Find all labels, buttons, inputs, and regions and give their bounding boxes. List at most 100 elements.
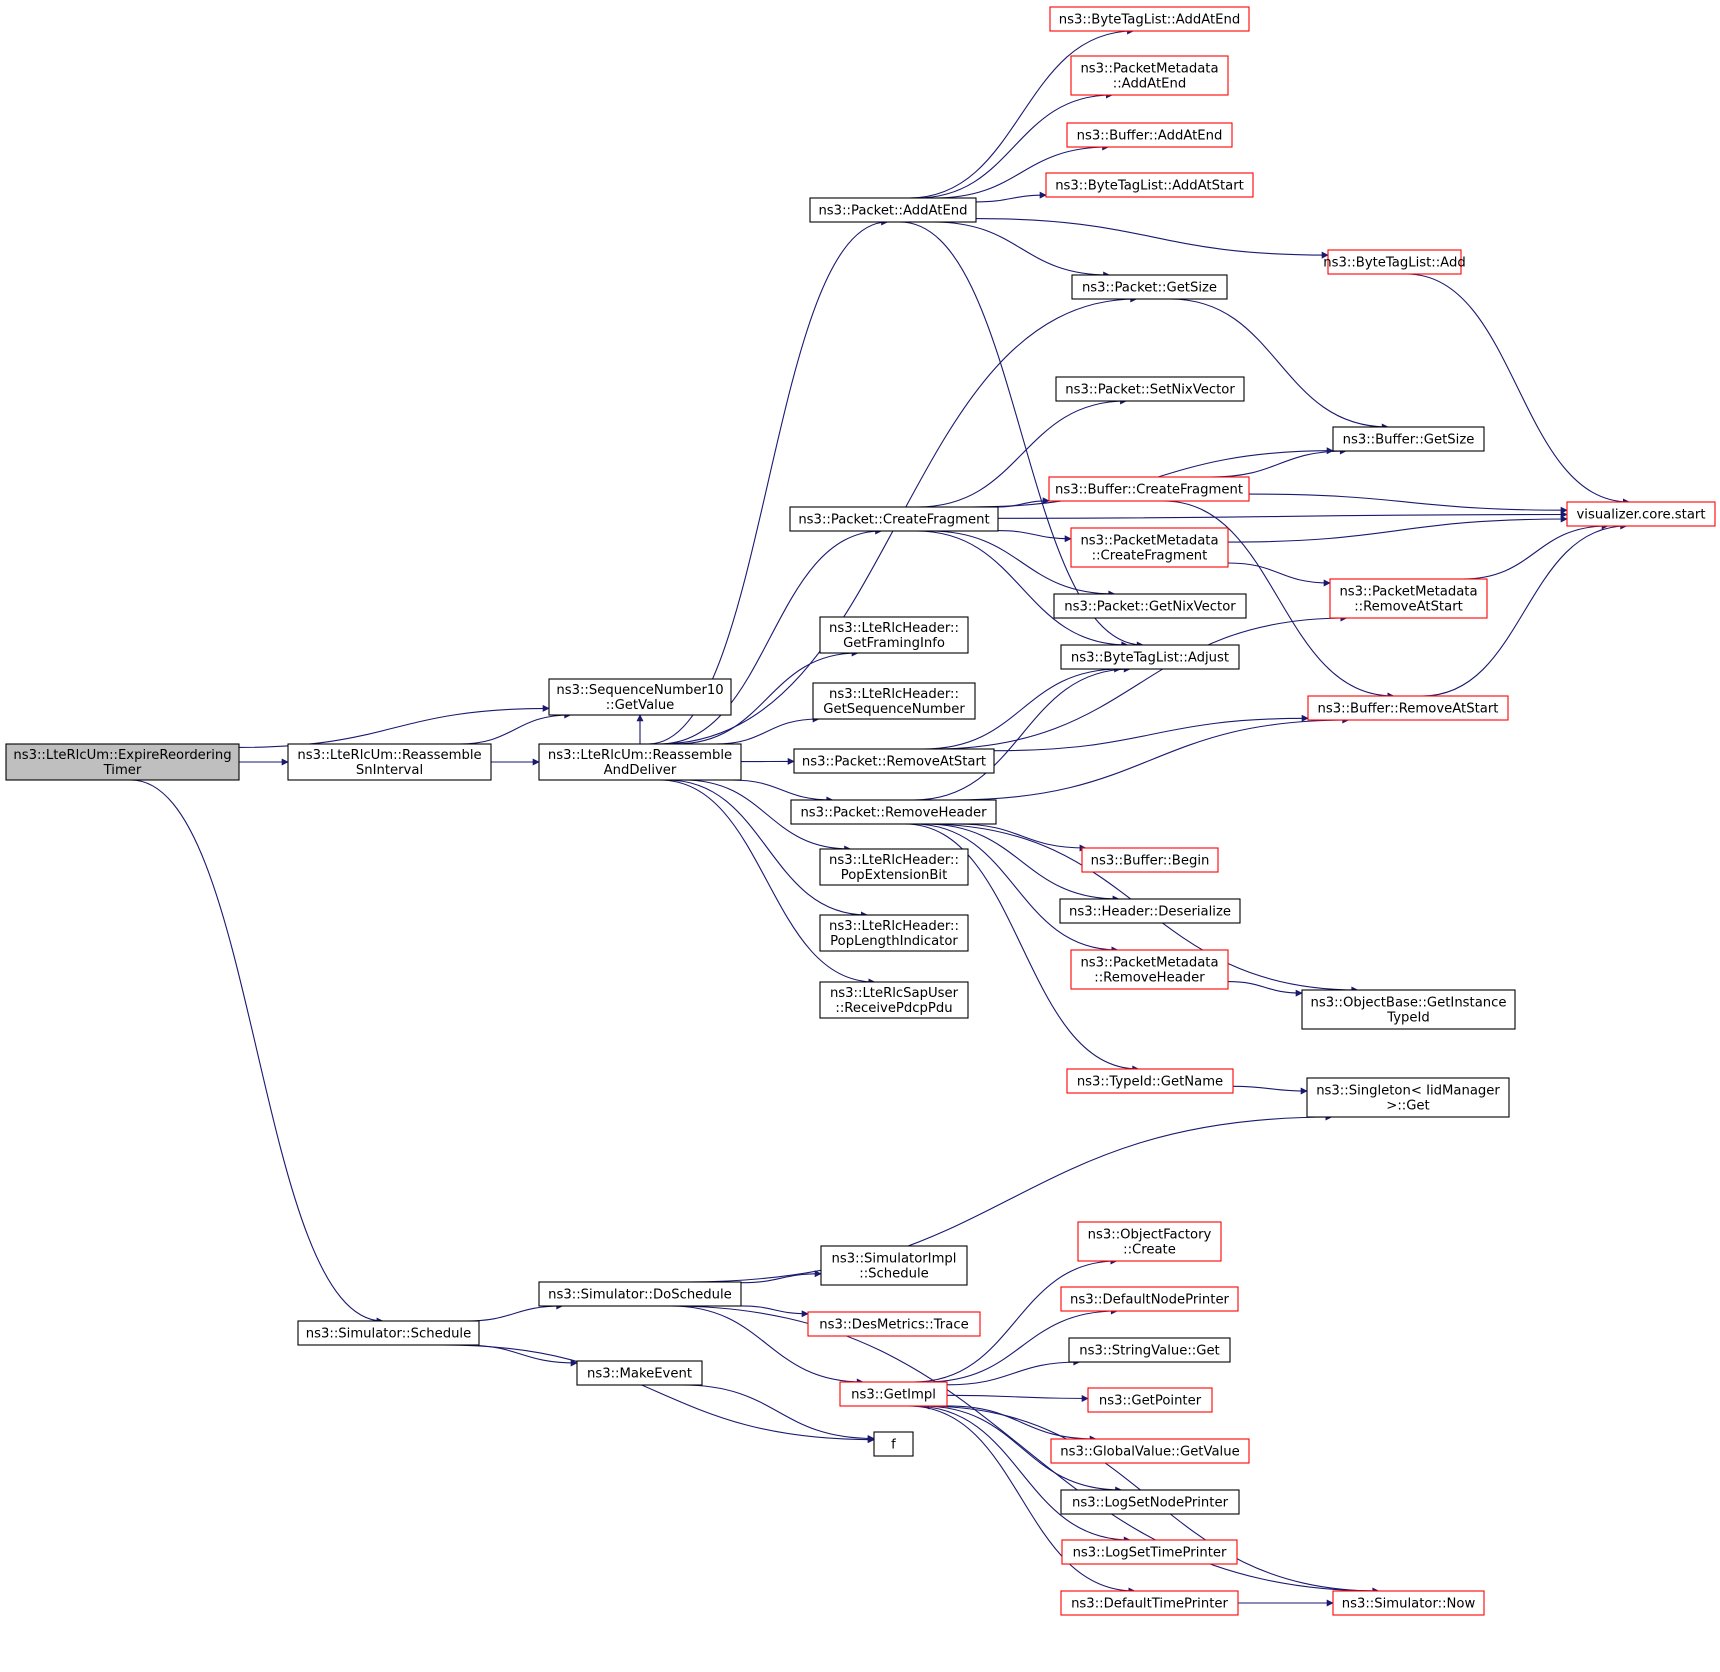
node-objfac_create[interactable]: ns3::ObjectFactory::Create — [1077, 1221, 1222, 1262]
node-buf_getsize[interactable]: ns3::Buffer::GetSize — [1332, 426, 1485, 452]
node-label: ns3::ByteTagList::AddAtEnd — [1059, 13, 1240, 28]
node-label: ns3::ByteTagList::Add — [1323, 256, 1465, 271]
node-log_set_node[interactable]: ns3::LogSetNodePrinter — [1060, 1489, 1240, 1515]
node-sim_dosched[interactable]: ns3::Simulator::DoSchedule — [538, 1281, 742, 1307]
node-box — [1070, 55, 1229, 96]
edge-pkt_add_end-to-btl_add_start — [975, 191, 1047, 203]
edge-pkt_create_frag-to-pm_create_frag — [997, 530, 1072, 543]
edge-btl_add-to-vis_start — [1406, 273, 1630, 506]
node-buf_add_end[interactable]: ns3::Buffer::AddAtEnd — [1066, 122, 1233, 148]
node-hdr_popext[interactable]: ns3::LteRlcHeader::PopExtensionBit — [819, 848, 969, 886]
edge-pkt_remove_hdr-to-buf_remove_start — [952, 716, 1350, 801]
node-buf_begin[interactable]: ns3::Buffer::Begin — [1081, 847, 1219, 873]
edge-buf_create_frag-to-vis_start — [1248, 493, 1568, 514]
node-label: ns3::Header::Deserialize — [1069, 905, 1231, 920]
node-label: ns3::LteRlcHeader:: — [829, 621, 959, 636]
node-box — [873, 1431, 914, 1457]
node-hdr_deser[interactable]: ns3::Header::Deserialize — [1059, 898, 1241, 924]
node-box — [1060, 1489, 1240, 1515]
node-hdr_poplen[interactable]: ns3::LteRlcHeader::PopLengthIndicator — [819, 914, 969, 952]
node-box — [1066, 122, 1233, 148]
node-pkt_remove_hdr[interactable]: ns3::Packet::RemoveHeader — [790, 799, 997, 825]
edge-reasm_del-to-pkt_add_end — [648, 218, 889, 745]
node-seq_get[interactable]: ns3::SequenceNumber10::GetValue — [548, 678, 732, 716]
node-label: ns3::Packet::CreateFragment — [798, 513, 989, 528]
node-des_trace[interactable]: ns3::DesMetrics::Trace — [807, 1311, 981, 1337]
edge-get_impl-to-get_pointer — [946, 1394, 1089, 1402]
edge-reasm_del-to-hdr_popext — [683, 779, 852, 853]
node-label: ns3::LteRlcHeader:: — [829, 687, 959, 702]
edge-expire-to-seq_get — [238, 704, 550, 748]
edge-get_impl-to-gv_getvalue — [946, 1405, 1097, 1443]
node-label: ns3::PacketMetadata — [1339, 585, 1477, 600]
node-sim_sched[interactable]: ns3::Simulator::Schedule — [297, 1320, 480, 1346]
edge-expire-to-sim_sched — [130, 779, 384, 1325]
node-hdr_seqnum[interactable]: ns3::LteRlcHeader::GetSequenceNumber — [812, 682, 976, 720]
node-box — [1053, 593, 1247, 619]
node-sim_now[interactable]: ns3::Simulator::Now — [1332, 1590, 1485, 1616]
node-label: ns3::ObjectFactory — [1088, 1228, 1212, 1243]
node-pm_remove_hdr[interactable]: ns3::PacketMetadata::RemoveHeader — [1070, 949, 1229, 990]
node-default_node_printer[interactable]: ns3::DefaultNodePrinter — [1060, 1286, 1239, 1312]
node-singleton_get[interactable]: ns3::Singleton< IidManager>::Get — [1306, 1077, 1510, 1118]
node-vis_start[interactable]: visualizer.core.start — [1566, 501, 1716, 527]
node-get_impl[interactable]: ns3::GetImpl — [839, 1381, 948, 1407]
edge-pkt_create_frag-to-pkt_getnix — [929, 530, 1116, 598]
node-strval_get[interactable]: ns3::StringValue::Get — [1068, 1337, 1231, 1363]
node-box — [1332, 1590, 1485, 1616]
node-label: ns3::LteRlcUm::Reassemble — [548, 748, 732, 763]
node-label: ns3::PacketMetadata — [1080, 62, 1218, 77]
node-get_pointer[interactable]: ns3::GetPointer — [1087, 1387, 1213, 1413]
node-pkt_add_end[interactable]: ns3::Packet::AddAtEnd — [809, 197, 977, 223]
node-btl_add[interactable]: ns3::ByteTagList::Add — [1323, 249, 1466, 275]
edge-sim_dosched-to-get_impl — [670, 1305, 864, 1386]
edge-get_impl-to-strval_get — [946, 1358, 1081, 1386]
edge-pkt_remove_start-to-buf_remove_start — [993, 714, 1309, 752]
node-pkt_remove_start[interactable]: ns3::Packet::RemoveAtStart — [793, 748, 995, 774]
edge-pkt_add_end-to-pm_add_end — [915, 91, 1113, 199]
node-pkt_getnix[interactable]: ns3::Packet::GetNixVector — [1053, 593, 1247, 619]
node-pm_remove_start[interactable]: ns3::PacketMetadata::RemoveAtStart — [1329, 578, 1488, 619]
node-hdr_framing[interactable]: ns3::LteRlcHeader::GetFramingInfo — [819, 616, 969, 654]
node-box — [1070, 527, 1229, 568]
edge-pkt_remove_start-to-pm_remove_start — [931, 614, 1348, 750]
node-make_event[interactable]: ns3::MakeEvent — [576, 1360, 703, 1386]
edge-get_impl-to-objfac_create — [913, 1257, 1118, 1383]
node-pm_create_frag[interactable]: ns3::PacketMetadata::CreateFragment — [1070, 527, 1229, 568]
node-box — [1060, 644, 1240, 670]
node-pm_add_end[interactable]: ns3::PacketMetadata::AddAtEnd — [1070, 55, 1229, 96]
edge-pkt_create_frag-to-buf_create_frag — [995, 497, 1050, 508]
node-sap_recv[interactable]: ns3::LteRlcSapUser::ReceivePdcpPdu — [819, 981, 969, 1019]
edge-pkt_remove_hdr-to-hdr_deser — [924, 823, 1120, 903]
node-log_set_time[interactable]: ns3::LogSetTimePrinter — [1061, 1539, 1238, 1565]
node-buf_remove_start[interactable]: ns3::Buffer::RemoveAtStart — [1307, 695, 1509, 721]
node-gv_getvalue[interactable]: ns3::GlobalValue::GetValue — [1050, 1438, 1250, 1464]
node-label: ns3::ByteTagList::Adjust — [1071, 651, 1229, 666]
node-pkt_create_frag[interactable]: ns3::Packet::CreateFragment — [789, 506, 999, 532]
node-label: ns3::DefaultTimePrinter — [1071, 1597, 1228, 1612]
node-label: ns3::SequenceNumber10 — [556, 683, 723, 698]
node-f_node[interactable]: f — [873, 1431, 914, 1457]
node-default_time_printer[interactable]: ns3::DefaultTimePrinter — [1060, 1590, 1239, 1616]
edge-pkt_create_frag-to-vis_start — [997, 511, 1568, 519]
node-tid_getname[interactable]: ns3::TypeId::GetName — [1066, 1068, 1234, 1094]
node-pkt_getsize[interactable]: ns3::Packet::GetSize — [1071, 274, 1228, 300]
edge-get_impl-to-log_set_node — [921, 1405, 1123, 1494]
node-label: ns3::Simulator::Schedule — [306, 1327, 471, 1342]
node-btl_adjust[interactable]: ns3::ByteTagList::Adjust — [1060, 644, 1240, 670]
node-simimpl_sched[interactable]: ns3::SimulatorImpl::Schedule — [820, 1245, 968, 1286]
node-btl_add_start[interactable]: ns3::ByteTagList::AddAtStart — [1045, 172, 1254, 198]
edge-sim_dosched-to-des_trace — [740, 1305, 809, 1318]
node-pkt_setnix[interactable]: ns3::Packet::SetNixVector — [1055, 376, 1245, 402]
node-box — [790, 799, 997, 825]
node-buf_create_frag[interactable]: ns3::Buffer::CreateFragment — [1048, 476, 1250, 502]
node-label: GetSequenceNumber — [823, 702, 965, 717]
node-btl_add_end[interactable]: ns3::ByteTagList::AddAtEnd — [1049, 6, 1250, 32]
node-box — [1301, 989, 1516, 1030]
node-label: ns3::ObjectBase::GetInstance — [1310, 996, 1506, 1011]
